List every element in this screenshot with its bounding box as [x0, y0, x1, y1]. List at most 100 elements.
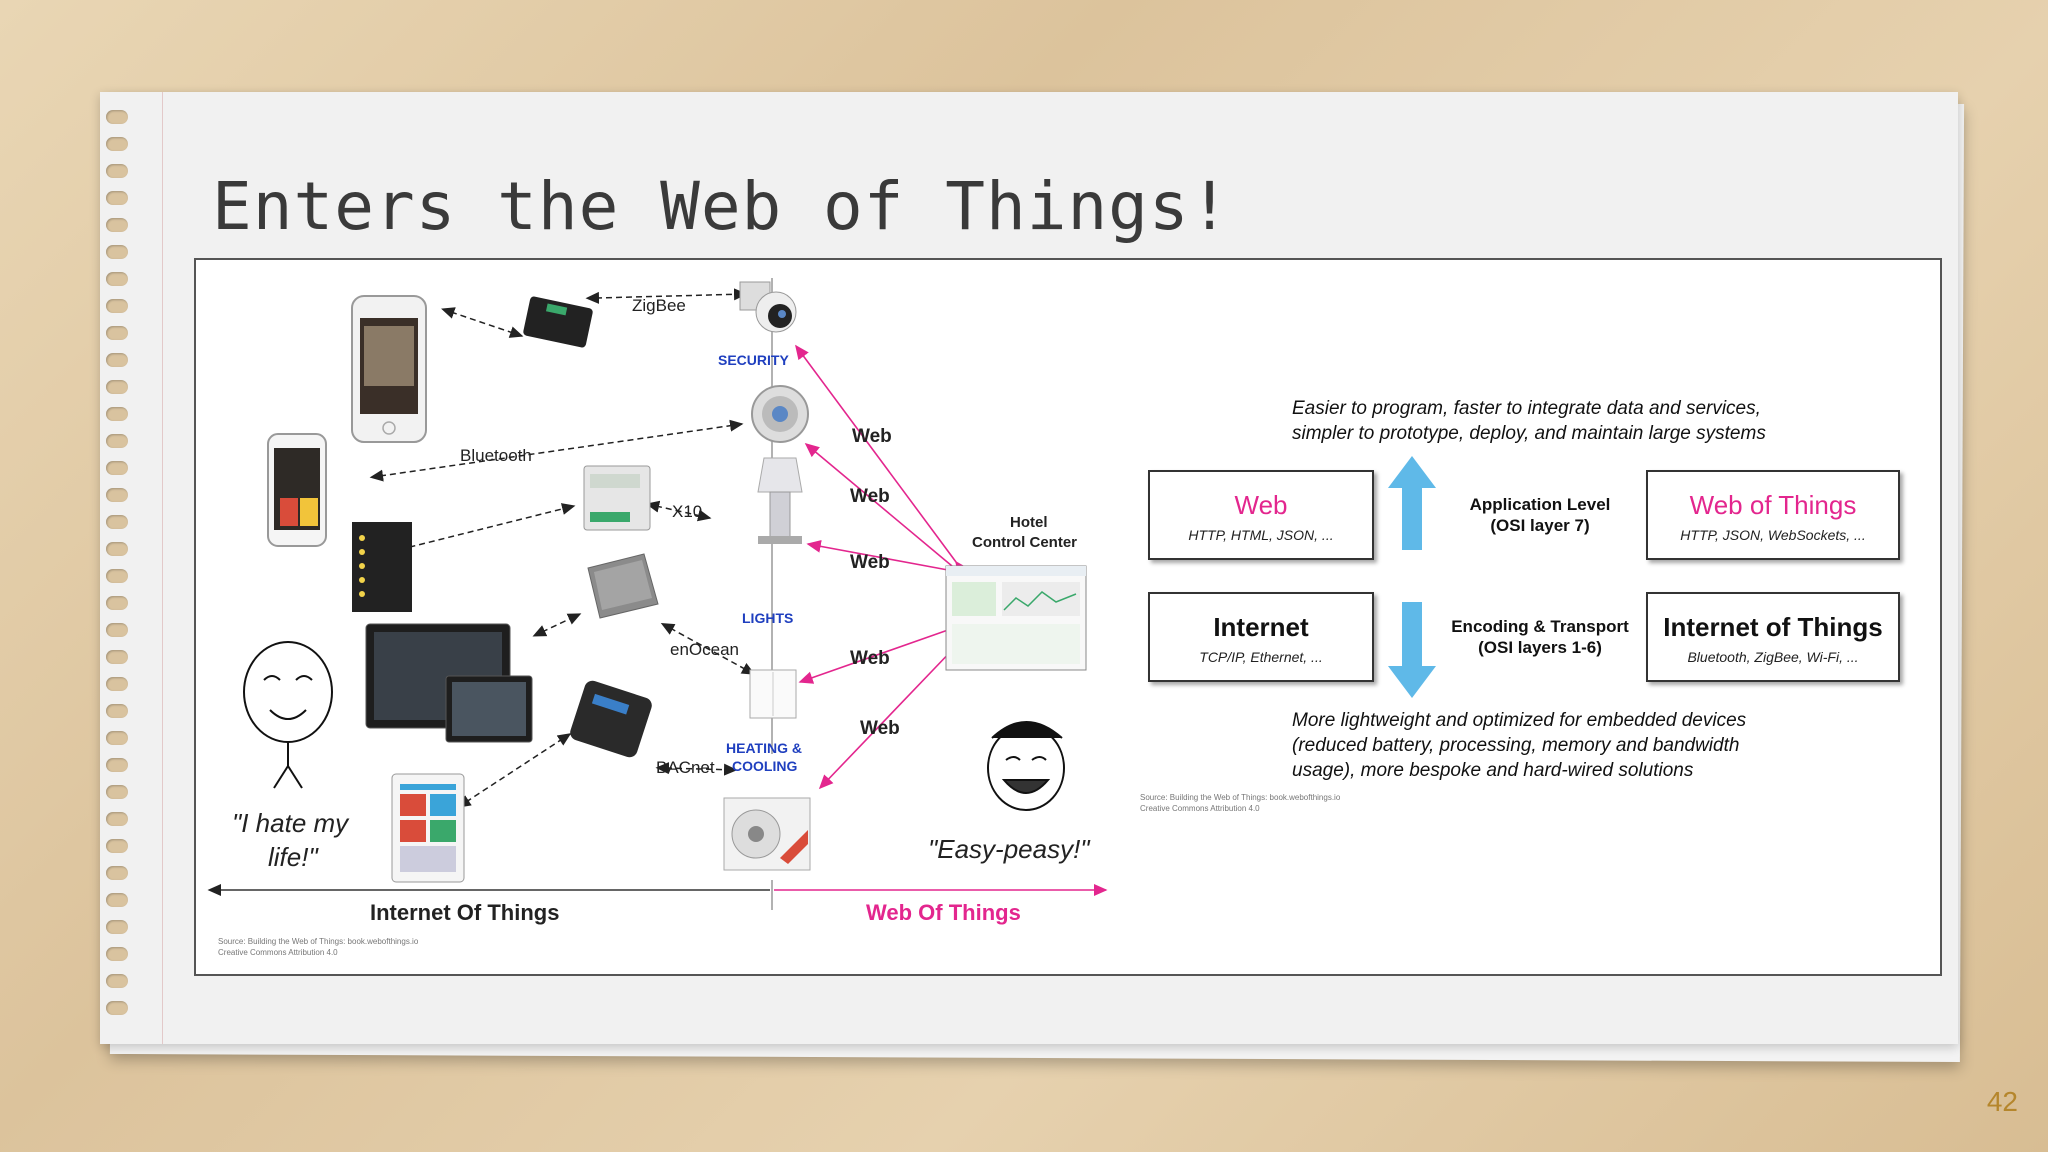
lights-label: LIGHTS — [742, 610, 794, 626]
forever-alone-face-icon — [243, 641, 333, 789]
binder-hole — [106, 893, 128, 907]
bottom-note-line1: More lightweight and optimized for embed… — [1292, 710, 1747, 731]
lamp-icon — [757, 457, 803, 544]
quote-right: "Easy-peasy!" — [928, 834, 1090, 864]
binder-hole — [106, 272, 128, 286]
license-note-left: Creative Commons Attribution 4.0 — [218, 948, 338, 957]
touch-tablet-icon — [365, 623, 533, 743]
axis-lines — [207, 880, 1108, 910]
security-camera-icon — [739, 281, 797, 333]
binder-hole — [106, 137, 128, 151]
hotel-label: Hotel — [1010, 514, 1048, 531]
binder-hole — [106, 353, 128, 367]
binder-hole — [106, 515, 128, 529]
web-box-title: Web — [1234, 490, 1288, 520]
binder-hole — [106, 758, 128, 772]
heating-label: HEATING & — [726, 740, 802, 756]
iot-box-title: Internet of Things — [1663, 612, 1883, 642]
encoding-transport-label: Encoding & Transport (OSI layers 1-6) — [1451, 617, 1629, 657]
internet-box-title: Internet — [1213, 612, 1309, 642]
android-phone-icon — [267, 433, 327, 547]
security-label: SECURITY — [718, 352, 789, 368]
binder-hole — [106, 785, 128, 799]
binder-hole — [106, 245, 128, 259]
binder-hole — [106, 623, 128, 637]
zigbee-label: ZigBee — [632, 296, 686, 315]
binder-hole — [106, 110, 128, 124]
page-number: 42 — [1986, 1086, 2018, 1117]
binder-hole — [106, 164, 128, 178]
wot-box-title: Web of Things — [1689, 490, 1857, 520]
binder-hole — [106, 569, 128, 583]
web-link-label: Web — [860, 718, 900, 739]
enocean-label: enOcean — [670, 640, 739, 659]
binder-hole — [106, 191, 128, 205]
mobile-app-icon — [391, 773, 465, 883]
x10-module-icon — [583, 465, 651, 531]
binder-holes — [106, 110, 140, 1030]
smartphone-icon — [351, 295, 427, 443]
binder-hole — [106, 380, 128, 394]
binder-hole — [106, 974, 128, 988]
web-box: Web HTTP, HTML, JSON, ... — [1148, 470, 1374, 560]
binder-hole — [106, 677, 128, 691]
axis-label-wot: Web Of Things — [866, 900, 1021, 925]
binder-hole — [106, 812, 128, 826]
binder-hole — [106, 839, 128, 853]
iot-box-subtitle: Bluetooth, ZigBee, Wi-Fi, ... — [1687, 649, 1859, 665]
application-level-label: Application Level (OSI layer 7) — [1469, 495, 1611, 535]
binder-hole — [106, 920, 128, 934]
control-center-screen-icon — [945, 565, 1087, 671]
quote-left-line2: life!" — [268, 842, 318, 872]
binder-hole — [106, 218, 128, 232]
ac-unit-icon — [723, 797, 811, 871]
bottom-note-line2: (reduced battery, processing, memory and… — [1292, 735, 1740, 756]
axis-label-iot: Internet Of Things — [370, 900, 560, 925]
wot-box-subtitle: HTTP, JSON, WebSockets, ... — [1680, 527, 1866, 543]
binder-hole — [106, 542, 128, 556]
web-link-label: Web — [850, 552, 890, 573]
binder-hole — [106, 461, 128, 475]
binder-hole — [106, 704, 128, 718]
bacnet-label: BACnet — [656, 758, 715, 777]
source-note-right: Source: Building the Web of Things: book… — [1140, 793, 1341, 802]
bluetooth-label: Bluetooth — [460, 446, 532, 465]
x10-label: X10 — [672, 502, 703, 521]
internet-box-subtitle: TCP/IP, Ethernet, ... — [1199, 649, 1323, 665]
laughing-face-icon — [987, 721, 1065, 811]
slide-title: Enters the Web of Things! — [212, 168, 1231, 245]
enocean-sensor-icon — [587, 553, 659, 619]
light-panel-icon — [352, 522, 412, 612]
quote-left-line1: "I hate my — [232, 808, 349, 838]
binder-hole — [106, 407, 128, 421]
bottom-note-line3: usage), more bespoke and hard-wired solu… — [1292, 760, 1694, 781]
smart-lock-icon — [751, 385, 809, 443]
wot-box: Web of Things HTTP, JSON, WebSockets, ..… — [1646, 470, 1900, 560]
web-links — [795, 344, 970, 790]
binder-hole — [106, 299, 128, 313]
top-note-line2: simpler to prototype, deploy, and mainta… — [1292, 423, 1766, 444]
web-link-label: Web — [852, 426, 892, 447]
light-switch-icon — [749, 669, 797, 719]
binder-hole — [106, 650, 128, 664]
web-box-subtitle: HTTP, HTML, JSON, ... — [1188, 527, 1334, 543]
bacnet-gateway-icon — [570, 680, 652, 758]
margin-line — [162, 92, 163, 1044]
cooling-label: COOLING — [732, 758, 798, 774]
binder-hole — [106, 947, 128, 961]
binder-hole — [106, 1001, 128, 1015]
diagram-canvas — [207, 278, 1436, 910]
top-note-line1: Easier to program, faster to integrate d… — [1292, 398, 1761, 419]
source-note-left: Source: Building the Web of Things: book… — [218, 937, 419, 946]
control-center-label: Control Center — [972, 534, 1077, 551]
protocol-links — [369, 288, 756, 808]
internet-box: Internet TCP/IP, Ethernet, ... — [1148, 592, 1374, 682]
binder-hole — [106, 596, 128, 610]
iot-box: Internet of Things Bluetooth, ZigBee, Wi… — [1646, 592, 1900, 682]
diagram-frame: ZigBee Bluetooth X10 enOcean BACnet SECU… — [194, 258, 1942, 976]
web-link-label: Web — [850, 648, 890, 669]
web-link-label: Web — [850, 486, 890, 507]
binder-hole — [106, 326, 128, 340]
zigbee-gateway-icon — [523, 296, 593, 348]
binder-hole — [106, 488, 128, 502]
